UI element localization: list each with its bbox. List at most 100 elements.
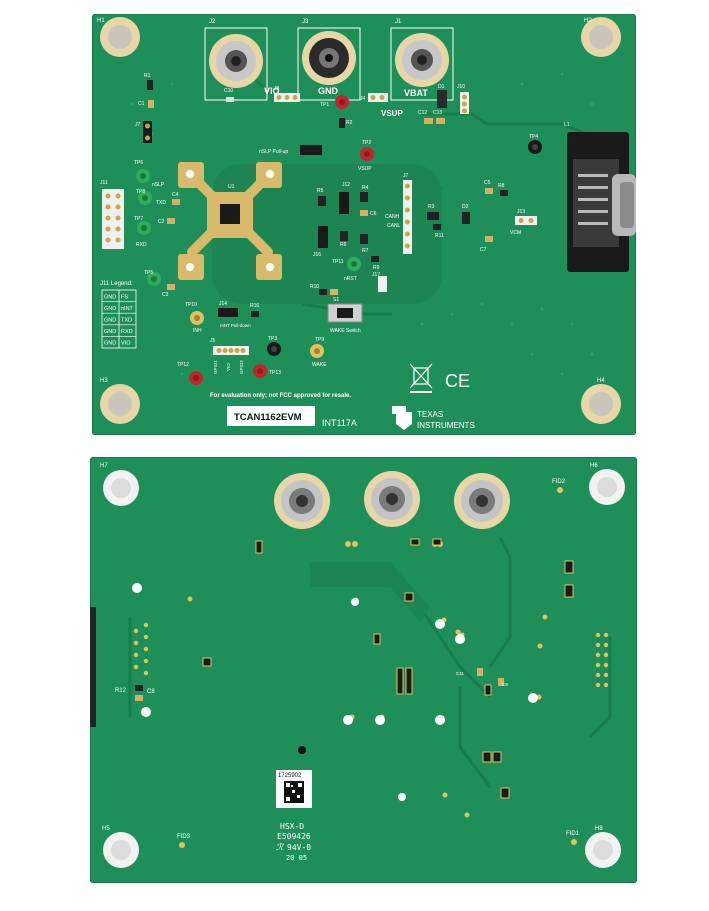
jack-back-3 xyxy=(454,473,510,529)
test-point-tp9[interactable]: TP9 WAKE xyxy=(310,337,327,368)
svg-text:C13: C13 xyxy=(433,110,442,116)
switch-s1[interactable]: S1 WAKE Switch xyxy=(327,297,363,334)
board-name-label: TCAN1162EVM xyxy=(227,406,315,426)
capacitor-c12: C12 xyxy=(418,110,433,124)
jumper-j15[interactable]: J16 xyxy=(313,226,328,258)
svg-text:nSLP Pull-up: nSLP Pull-up xyxy=(259,149,288,155)
capacitor-c5: C5 xyxy=(484,180,493,194)
svg-text:FID1: FID1 xyxy=(566,831,580,837)
pcb-top-side: H1 H2 H3 H4 J2 VIO J3 GND J1 VBAT xyxy=(92,14,636,435)
svg-text:WAKE Switch: WAKE Switch xyxy=(330,328,361,334)
j11-legend: J11 Legend: GND FS GND nINT GND TXD GND … xyxy=(100,281,137,349)
jumper-j17[interactable]: J17 xyxy=(372,272,387,292)
svg-text:GPIO2: GPIO2 xyxy=(239,360,244,374)
svg-text:C8: C8 xyxy=(147,689,155,695)
svg-text:CANL: CANL xyxy=(387,223,401,229)
jumper-j14[interactable]: J14 nINT Pull-down xyxy=(218,301,251,328)
db9-pin-row xyxy=(133,622,149,676)
fcc-notice: For evaluation only; not FCC approved fo… xyxy=(210,393,351,399)
header-j10[interactable]: J10 xyxy=(457,84,469,114)
copper-pour xyxy=(310,562,430,622)
capacitor-c7: C7 xyxy=(480,236,493,253)
resistor-r4: R4 xyxy=(360,185,369,202)
svg-text:GND: GND xyxy=(104,341,116,347)
capacitor-c10: C10 xyxy=(224,88,234,102)
svg-text:TP5: TP5 xyxy=(144,270,153,276)
jumper-j13[interactable]: J13 VCM xyxy=(510,209,537,236)
test-point-tp11[interactable]: TP11 nRST xyxy=(332,257,361,282)
banana-jack-gnd[interactable]: J3 GND xyxy=(297,19,361,101)
brand-instruments: INSTRUMENTS xyxy=(417,421,475,430)
db9-connector-back xyxy=(90,607,96,727)
svg-text:C7: C7 xyxy=(480,247,487,253)
svg-text:TP1: TP1 xyxy=(320,102,329,108)
svg-text:FS: FS xyxy=(121,295,128,301)
svg-text:ℛ: ℛ xyxy=(276,842,284,852)
db9-connector[interactable]: L1 xyxy=(564,122,636,272)
pcb-bottom-side: H7 H6 H5 H8 FID2 FID3 FID1 xyxy=(90,457,637,883)
fiducial-fid1: FID1 xyxy=(566,831,580,845)
header-pin-row xyxy=(595,632,609,688)
jumper-j5[interactable]: J5 GPIO1 VIO GPIO2 xyxy=(210,338,249,374)
mounting-hole-h3: H3 xyxy=(100,378,140,424)
svg-text:INH: INH xyxy=(193,328,202,334)
jumper-j4[interactable]: J4 xyxy=(360,93,388,102)
svg-text:VIO: VIO xyxy=(226,363,231,371)
board-code: INT117A xyxy=(322,418,357,428)
svg-text:nINT Pull-down: nINT Pull-down xyxy=(220,323,251,328)
weee-bin-icon xyxy=(409,363,433,393)
mounting-hole-h1: H1 xyxy=(97,17,140,57)
test-point-tp10[interactable]: TP10 INH xyxy=(185,302,204,334)
jumper-j8[interactable]: J8 xyxy=(274,86,300,102)
pcb-bottom-graphics: H7 H6 H5 H8 FID2 FID3 FID1 xyxy=(90,463,625,868)
test-point-tp2[interactable]: TP2 VSUP xyxy=(358,140,374,172)
resistor-r6: R6 xyxy=(340,231,348,248)
svg-text:J13: J13 xyxy=(517,209,525,215)
ti-logo-icon xyxy=(392,406,412,430)
test-point-tp8[interactable]: TP8 TXD xyxy=(136,189,166,206)
test-point-tp4[interactable]: TP4 xyxy=(528,134,542,154)
test-point-tp1[interactable]: TP1 xyxy=(320,95,349,109)
svg-text:VSUP: VSUP xyxy=(358,166,372,172)
jumper-j12[interactable]: J12 xyxy=(339,182,350,214)
svg-text:TXD: TXD xyxy=(121,318,132,324)
svg-text:R5: R5 xyxy=(317,188,324,194)
svg-text:D1: D1 xyxy=(438,84,445,90)
svg-text:TP11: TP11 xyxy=(332,259,344,265)
banana-jack-vbat[interactable]: J1 VBAT xyxy=(390,19,454,101)
jumper-nslp-pull-up[interactable]: nSLP Pull-up xyxy=(259,145,322,155)
capacitor-c9 xyxy=(330,289,338,295)
svg-text:VCM: VCM xyxy=(510,230,521,236)
header-j11[interactable]: J11 xyxy=(100,180,124,249)
test-point-tp12[interactable]: TP12 xyxy=(177,362,203,385)
capacitor-c6: C6 xyxy=(360,210,377,217)
test-point-tp13[interactable]: TP13 xyxy=(253,364,281,378)
resistor-r16: R16 xyxy=(250,303,259,317)
svg-text:H1: H1 xyxy=(97,18,105,24)
svg-text:C5: C5 xyxy=(484,180,491,186)
ul-mark-icon: ℛ xyxy=(276,842,284,852)
test-point-tp7[interactable]: TP7 RXD xyxy=(134,216,151,248)
test-point-tp5[interactable]: TP5 xyxy=(144,270,161,286)
svg-text:C2: C2 xyxy=(158,219,165,225)
svg-text:nINT: nINT xyxy=(121,306,134,312)
svg-text:TP6: TP6 xyxy=(134,160,143,166)
svg-text:L1: L1 xyxy=(564,122,570,128)
svg-text:R12: R12 xyxy=(115,688,127,694)
svg-text:C10: C10 xyxy=(224,88,233,94)
svg-text:C9: C9 xyxy=(502,682,508,687)
fiducial-fid3: FID3 xyxy=(177,834,191,848)
header-j7-can[interactable]: J7 CANH CANL xyxy=(385,173,412,254)
capacitor-c4: C4 xyxy=(172,192,180,205)
banana-jack-vio[interactable]: J2 VIO xyxy=(204,19,280,101)
ce-mark-icon: CE xyxy=(445,371,470,391)
mounting-hole-h4: H4 xyxy=(581,378,621,424)
jumper-j7[interactable]: J7 xyxy=(135,121,152,143)
test-point-tp6[interactable]: TP6 nSLP xyxy=(134,160,165,188)
test-point-tp3[interactable]: TP3 xyxy=(267,336,281,356)
resistor-r2: R2 xyxy=(339,118,353,128)
mounting-hole-h6: H6 xyxy=(589,463,625,505)
svg-text:GPIO1: GPIO1 xyxy=(213,360,218,374)
svg-text:GND: GND xyxy=(104,306,116,312)
svg-text:GND: GND xyxy=(104,329,116,335)
